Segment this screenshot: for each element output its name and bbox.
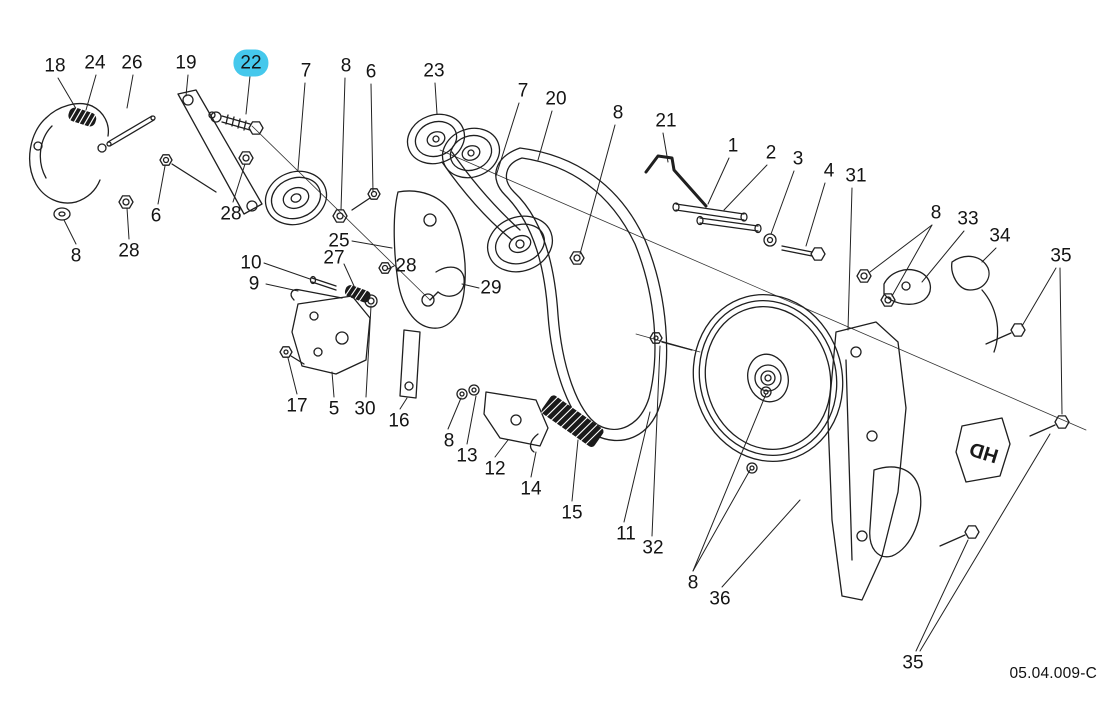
washer-8-left bbox=[54, 208, 70, 220]
leader-lines bbox=[58, 75, 1062, 651]
hook-29 bbox=[430, 267, 464, 300]
bolt-17 bbox=[280, 347, 304, 364]
belt-segment bbox=[442, 152, 520, 240]
drawing-reference: 05.04.009-C bbox=[1009, 665, 1097, 682]
bracket-19 bbox=[178, 90, 262, 214]
bracket-12 bbox=[484, 392, 548, 446]
plate-5 bbox=[292, 296, 370, 374]
plate-text: HD bbox=[967, 437, 1001, 466]
hd-plate: HD bbox=[956, 418, 1010, 482]
rod-26 bbox=[107, 116, 155, 146]
strap-16 bbox=[400, 330, 420, 398]
rod-9 bbox=[291, 290, 342, 300]
pulley-stack-23 bbox=[401, 107, 507, 186]
rod-1 bbox=[673, 203, 747, 221]
washer-30 bbox=[365, 295, 377, 307]
support-36 bbox=[870, 467, 921, 557]
bolt-22 bbox=[209, 112, 263, 134]
spring-27 bbox=[343, 284, 371, 303]
washer-3 bbox=[764, 234, 776, 246]
nut-8-mid bbox=[570, 252, 584, 264]
bolt-4 bbox=[782, 246, 825, 260]
nuts-8-right bbox=[857, 270, 895, 306]
pin-10 bbox=[311, 277, 337, 291]
construction-lines bbox=[252, 126, 1086, 430]
washers-8-bottom bbox=[747, 387, 771, 473]
nut-8-top bbox=[333, 210, 347, 222]
nut-28-left bbox=[119, 196, 133, 208]
spring-15 bbox=[540, 395, 604, 447]
spring-24 bbox=[68, 106, 98, 128]
right-bracket-31 bbox=[828, 322, 906, 600]
rod-21 bbox=[646, 156, 706, 206]
nut-28-mid bbox=[379, 263, 391, 273]
belt-20 bbox=[496, 148, 667, 441]
pulley-7-left bbox=[258, 163, 334, 233]
bolt-6-left bbox=[160, 155, 216, 192]
washers-13 bbox=[457, 385, 479, 399]
drum-pulley bbox=[675, 278, 861, 479]
bracket-34 bbox=[952, 256, 998, 352]
arm-25 bbox=[394, 191, 465, 328]
bolt-6-top bbox=[352, 189, 380, 210]
bolt-32 bbox=[650, 333, 692, 350]
bracket-33 bbox=[884, 270, 930, 305]
pulley-7-right bbox=[480, 207, 560, 280]
guard-bracket-18 bbox=[30, 104, 109, 203]
bolts-35 bbox=[940, 324, 1069, 546]
nut-28-upper bbox=[239, 152, 253, 164]
rod-2 bbox=[697, 217, 761, 233]
hook-14 bbox=[531, 434, 538, 452]
